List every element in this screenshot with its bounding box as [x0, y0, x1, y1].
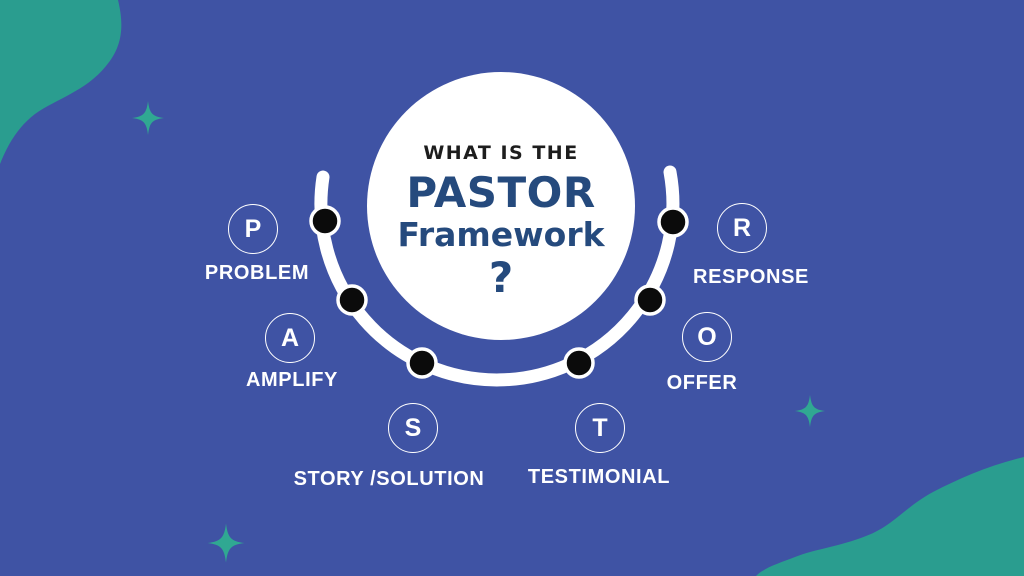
step-label-response: RESPONSE — [693, 266, 809, 288]
title-name: PASTOR — [406, 168, 596, 217]
arc-dot-problem — [309, 205, 341, 237]
step-circle-offer: O — [682, 312, 732, 362]
step-letter: A — [280, 323, 300, 352]
title-block: WHAT IS THE PASTOR Framework ? — [367, 72, 635, 340]
step-label-offer: OFFER — [666, 372, 738, 394]
title-eyebrow: WHAT IS THE — [423, 142, 579, 164]
step-circle-amplify: A — [265, 313, 315, 363]
arc-dots — [309, 205, 689, 379]
arc-dot-amplify — [336, 284, 368, 316]
step-letter: P — [244, 214, 262, 243]
step-label-story: STORY /SOLUTION — [293, 468, 485, 490]
step-letter: S — [404, 413, 422, 442]
teal-blob-bottom-right-icon — [756, 457, 1024, 576]
arc-dot-response — [657, 206, 689, 238]
step-label-problem: PROBLEM — [204, 262, 310, 284]
sparkle-icon — [794, 394, 826, 428]
step-letter: T — [592, 413, 608, 442]
sparkle-icon — [132, 101, 164, 135]
arc-dot-testimonial — [563, 347, 595, 379]
sparkle-icon — [207, 523, 245, 563]
center-circle — [367, 72, 635, 340]
step-label-amplify: AMPLIFY — [246, 369, 338, 391]
step-circle-story: S — [388, 403, 438, 453]
step-circle-response: R — [717, 203, 767, 253]
arc-dot-offer — [634, 284, 666, 316]
step-circle-testimonial: T — [575, 403, 625, 453]
teal-blob-top-left-icon — [0, 0, 122, 164]
progress-arc — [314, 165, 680, 387]
question-mark: ? — [488, 253, 514, 302]
arc-dot-story — [406, 347, 438, 379]
step-label-testimonial: TESTIMONIAL — [527, 466, 671, 488]
step-letter: O — [697, 322, 717, 351]
title-word: Framework — [397, 215, 605, 254]
step-letter: R — [732, 213, 752, 242]
step-circle-problem: P — [228, 204, 278, 254]
